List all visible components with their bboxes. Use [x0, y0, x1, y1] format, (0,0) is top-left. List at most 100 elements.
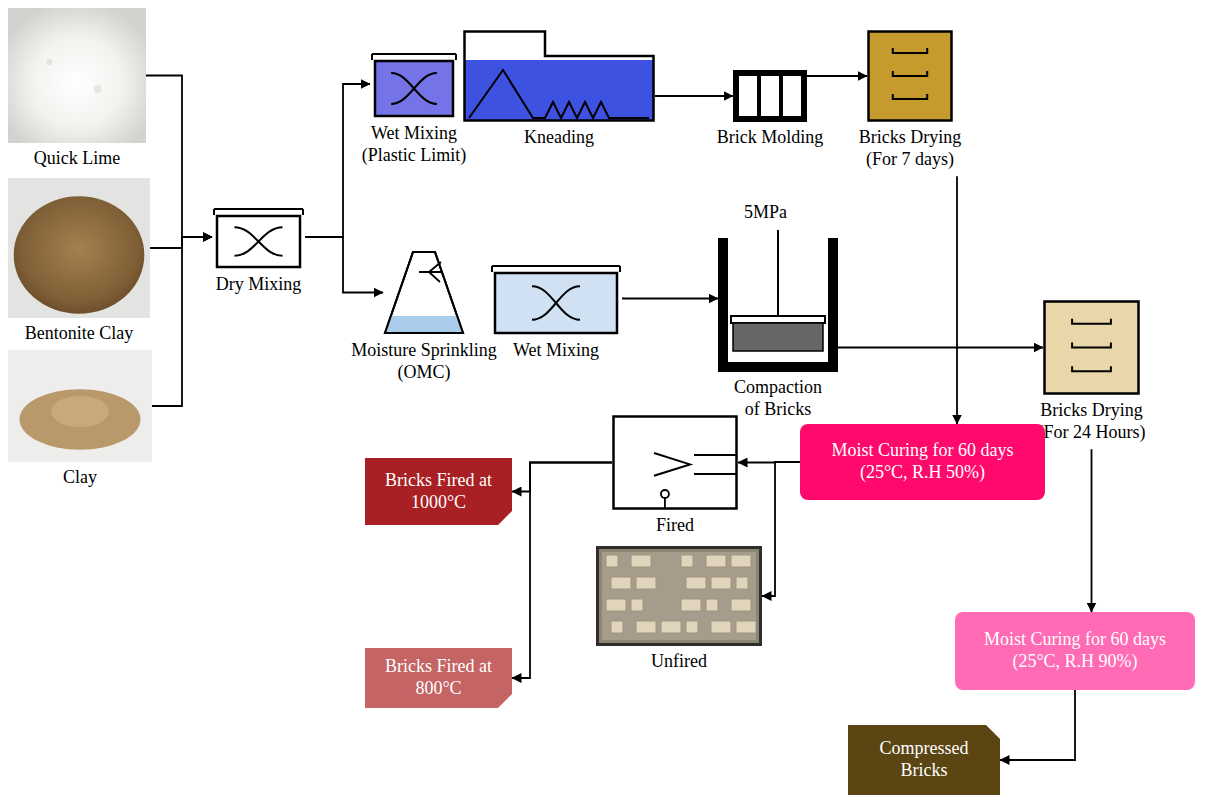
drawing-part [706, 599, 718, 611]
step-caption: Compaction of Bricks [728, 377, 828, 420]
drawing-part [736, 621, 756, 633]
material-photo: Quick Lime [8, 8, 146, 143]
process-box: Moist Curing for 60 days (25°C, R.H 90%) [955, 612, 1195, 690]
material-photo: Unfired [596, 546, 762, 646]
drawing-part [94, 85, 102, 93]
kiln-icon: Fired [612, 415, 738, 510]
flow-arrow [1000, 690, 1075, 760]
mold-icon-drawing [733, 70, 807, 122]
drawing-part [385, 252, 463, 333]
drawing-part [1072, 366, 1111, 371]
step-caption: Unfired [651, 651, 707, 673]
drawing-part [661, 621, 681, 633]
flow-arrow [655, 95, 733, 97]
caption-group: Compaction of Bricks [728, 377, 828, 420]
drawing-part [723, 238, 833, 367]
step-caption: Wet Mixing (Plastic Limit) [352, 123, 476, 166]
drawing-part [733, 70, 807, 122]
drawing-part [686, 621, 698, 633]
drawing-part [375, 61, 453, 116]
step-caption: Quick Lime [34, 148, 120, 170]
material-photo-drawing [8, 350, 152, 462]
mixer-icon: Wet Mixing [490, 262, 622, 335]
flow-arrow [622, 298, 718, 300]
drawing-part [8, 178, 150, 318]
press-icon-drawing [718, 238, 838, 372]
caption-group: Kneading [524, 127, 594, 149]
step-caption: Clay [63, 467, 97, 489]
step-caption: Bricks Drying (For 24 Hours) [1030, 400, 1154, 443]
mold-icon: Brick Molding [733, 70, 807, 122]
process-box: Moist Curing for 60 days (25°C, R.H 50%) [800, 424, 1045, 500]
caption-group: Dry Mixing [216, 274, 302, 296]
drawing-part [14, 196, 145, 314]
flow-arrow [512, 463, 612, 492]
drawing-part [706, 555, 726, 567]
drawing-part [51, 396, 109, 427]
box-text: Compressed Bricks [862, 738, 986, 781]
drawing-part [469, 70, 649, 118]
drawing-part [611, 621, 623, 633]
drawing-part [711, 621, 731, 633]
flow-arrow [305, 237, 383, 293]
step-caption: Brick Molding [717, 127, 824, 149]
caption-group: Wet Mixing [513, 340, 599, 362]
drawing-part [893, 94, 927, 99]
process-box: Compressed Bricks [848, 725, 1000, 795]
drawing-part [731, 555, 751, 567]
drawing-part [636, 621, 656, 633]
drawing-part [661, 490, 669, 498]
drawing-part [1072, 343, 1111, 348]
caption-group: Bricks Drying (For 24 Hours) [1030, 400, 1154, 443]
box-text: Bricks Fired at 800°C [379, 656, 498, 699]
dryer-icon-drawing [867, 30, 953, 122]
flow-arrow [838, 347, 1043, 349]
drawing-part [532, 286, 580, 320]
drawing-part [694, 455, 736, 474]
drawing-part [893, 48, 927, 53]
flow-arrow [1091, 449, 1093, 612]
drawing-part [681, 599, 701, 611]
drawing-part [614, 417, 737, 509]
caption-group: Unfired [651, 651, 707, 673]
drawing-part [391, 73, 437, 104]
material-photo-drawing [596, 546, 762, 646]
drawing-part [1072, 319, 1111, 324]
caption-group: Bentonite Clay [25, 323, 133, 345]
drawing-part [631, 599, 643, 611]
mixer-icon: Dry Mixing [212, 205, 305, 269]
drawing-part [372, 54, 456, 60]
press-icon: Compaction of Bricks [718, 238, 838, 372]
drawing-part [739, 76, 757, 116]
drawing-part [492, 266, 620, 272]
drawing-part [8, 8, 146, 143]
drawing-part [681, 555, 693, 567]
drawing-part [761, 76, 779, 116]
drawing-part [465, 60, 653, 120]
flow-arrow [146, 76, 212, 238]
caption-group: Clay [63, 467, 97, 489]
sprinkler-flask: Moisture Sprinkling (OMC) [383, 250, 465, 335]
drawing-part [631, 555, 651, 567]
caption-group: Moisture Sprinkling (OMC) [344, 340, 504, 383]
flow-arrow [807, 75, 867, 77]
pressure-label: 5MPa [744, 202, 787, 224]
material-photo-drawing [8, 8, 146, 143]
drawing-part [46, 59, 52, 65]
sprinkler-flask-drawing [383, 250, 465, 335]
step-caption: Moisture Sprinkling (OMC) [344, 340, 504, 383]
drawing-part [783, 76, 801, 116]
step-caption: Bentonite Clay [25, 323, 133, 345]
drawing-part [654, 453, 690, 476]
caption-group: Quick Lime [34, 148, 120, 170]
flow-arrow [762, 462, 800, 596]
drawing-part [214, 209, 303, 215]
kiln-icon-drawing [612, 415, 738, 510]
box-text: Moist Curing for 60 days (25°C, R.H 90%) [969, 629, 1181, 672]
caption-group: Fired [656, 515, 694, 537]
mixer-icon-drawing [370, 50, 458, 118]
drawing-part [736, 577, 748, 589]
flow-arrow [152, 237, 212, 406]
drawing-part [869, 32, 952, 121]
